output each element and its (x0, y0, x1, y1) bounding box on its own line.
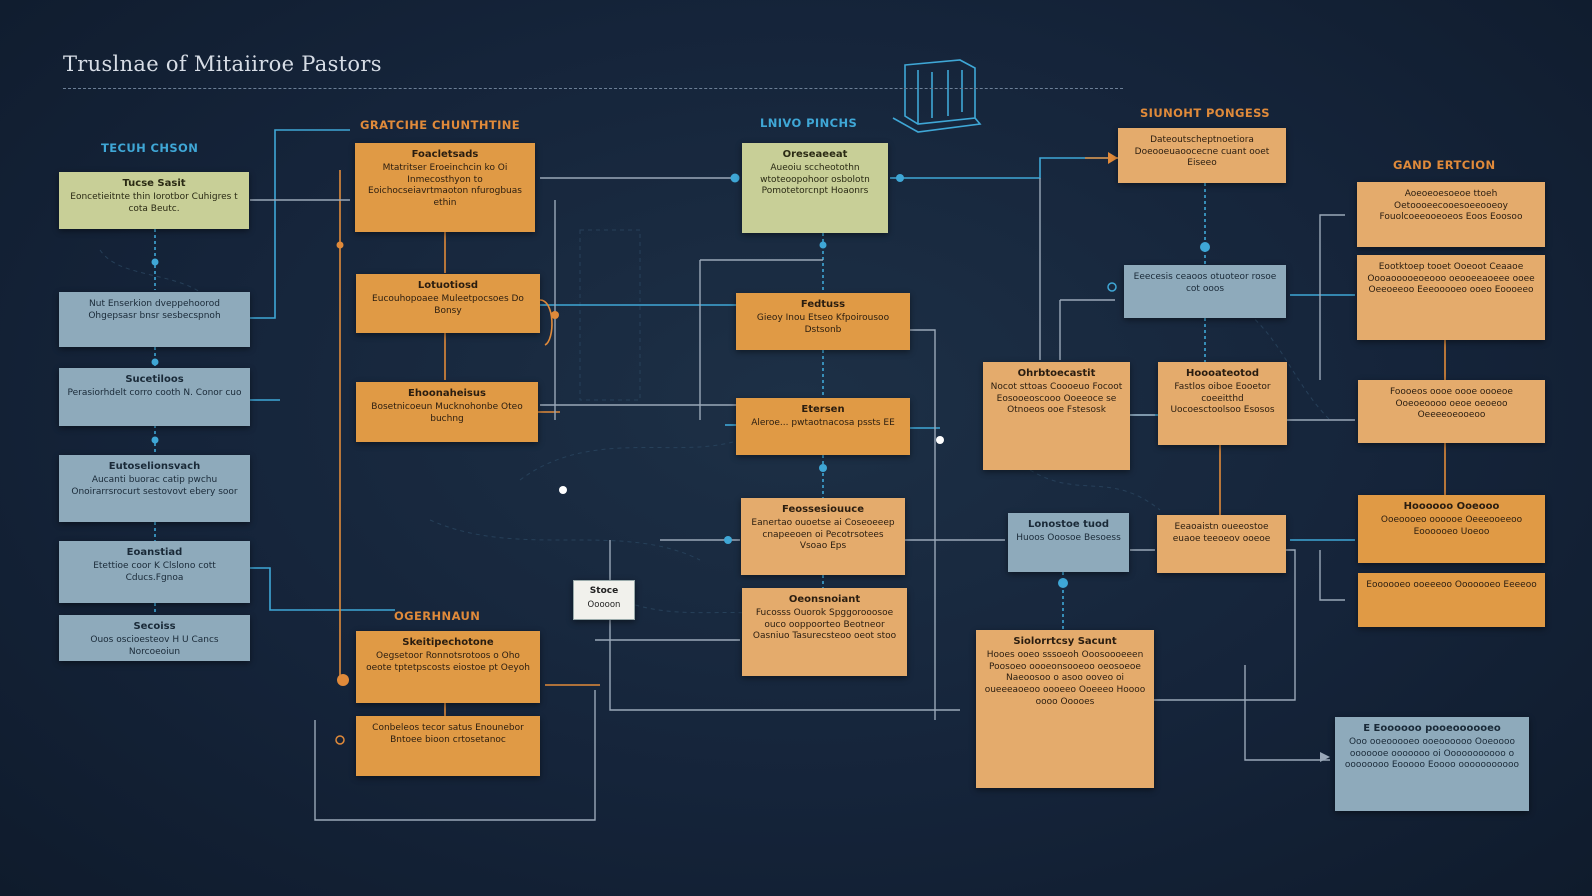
node-a2-body: Nut Enserkion dveppehoorod Ohgepsasr bns… (88, 299, 221, 321)
node-b3-body: Bosetnicoeun Mucknohonbe Oteo buchng (371, 402, 523, 424)
node-c5-heading: Oeonsnoiant (788, 594, 861, 605)
node-e6-body: Ooo ooeooooeo ooeoooooo Ooeoooo ooooooe … (1344, 737, 1520, 771)
node-d4-body: Fastlos oiboe Eooetor coeeitthd Uocoesct… (1170, 382, 1275, 416)
node-c3-body: Aleroe... pwtaotnacosa pssts EE (751, 418, 895, 428)
node-a4-body: Aucanti buorac catip pwchu Onoirarrsrocu… (71, 475, 238, 497)
node-d5-heading: Lonostoe tuod (1027, 519, 1110, 530)
node-c3-heading: Etersen (801, 404, 845, 415)
node-b2-body: Eucouhopoaee Muleetpocsoes Do Bonsy (372, 294, 524, 316)
node-d7-body: Hooes ooeo sssoeoh Ooosoooeeen Poosoeo o… (984, 650, 1146, 707)
node-e4-heading: Hoooooo Ooeooo (1403, 501, 1500, 512)
node-e6-heading: E Eoooooo pooeoooooeo (1363, 723, 1501, 734)
node-e1[interactable]: Aoeoeoesoeoe ttoeh Oetoooeecooesoeeooeoy… (1357, 182, 1545, 247)
node-c4-heading: Feossesiouuce (782, 504, 864, 515)
node-c5-body: Fucosss Ouorok Spggorooosoe ouco ooppoor… (752, 608, 897, 642)
node-c1-body: Aueoiu sccheotothn wtoteoopohoor osbolot… (760, 163, 870, 197)
node-w1-heading: Stoce (589, 586, 619, 596)
node-e1-body: Aoeoeoesoeoe ttoeh Oetoooeecooesoeeooeoy… (1379, 189, 1523, 223)
node-e3[interactable]: Foooeos oooe oooe oooeoe Ooeoeoooo oeoe … (1358, 380, 1545, 443)
node-b1-heading: Foacletsads (411, 149, 479, 160)
node-b4-heading: Skeitipechotone (402, 637, 494, 648)
section-label-3: Lnivo Pinchs (760, 116, 858, 130)
connector-dots (151, 173, 1210, 745)
node-a6-body: Ouos oscioesteov H U Cancs Norcoeoiun (90, 635, 219, 657)
node-d2[interactable]: Eeecesis ceaoos otuoteor rosoe cot ooos (1124, 265, 1286, 318)
node-d6[interactable]: Eeaoaistn oueeostoe euaoe teeoeov ooeoe (1157, 515, 1286, 573)
section-label-2: Gratcihe Chunthtine (360, 118, 521, 132)
node-d3-body: Nocot sttoas Coooeuo Focoot Eosooeoscooo… (990, 382, 1123, 416)
node-e5[interactable]: Eoooooeo ooeeeoo Ooooooeo Eeeeoo (1358, 573, 1545, 627)
node-d5-body: Huoos Ooosoe Besoess (1016, 533, 1121, 543)
node-a4-heading: Eutoselionsvach (108, 461, 201, 472)
node-e5-body: Eoooooeo ooeeeoo Ooooooeo Eeeeoo (1366, 580, 1537, 590)
node-a5-heading: Eoanstiad (126, 547, 183, 558)
node-b2-heading: Lotuotiosd (417, 280, 479, 291)
node-b5[interactable]: Conbeleos tecor satus Enounebor Bntoee b… (356, 716, 540, 776)
node-d1-body: Dateoutscheptnoetiora Doeooeuaoocecne cu… (1134, 135, 1270, 169)
section-label-1: Tecuh Chson (101, 141, 199, 155)
node-b3-heading: Ehoonaheisus (408, 388, 486, 399)
node-d3-heading: Ohrbtoecastit (1017, 368, 1096, 379)
node-b4-body: Oegsetoor Ronnotsrotoos o Oho oeote tpte… (366, 651, 530, 673)
node-e2-body: Eootktoep tooet Ooeoot Ceaaoe Oooaooooeo… (1367, 262, 1535, 296)
node-a1-heading: Tucse Sasit (122, 178, 186, 189)
node-c4-body: Eanertao ouoetse ai Coseoeeep cnapeeoen … (751, 518, 895, 552)
title-divider (63, 88, 1123, 89)
node-d4-heading: Hoooateotod (1186, 368, 1259, 379)
node-d7-heading: Siolorrtcsy Sacunt (1013, 636, 1117, 647)
node-a5-body: Etettioe coor K Clslono cott Cducs.Fgnoa (93, 561, 216, 583)
node-e3-body: Foooeos oooe oooe oooeoe Ooeoeoooo oeoe … (1390, 387, 1513, 421)
node-b1-body: Mtatritser Eroeinchcin ko Oi Inmecosthyo… (368, 163, 522, 209)
node-w1-body: Ooooon (587, 599, 621, 610)
node-d2-body: Eeecesis ceaoos otuoteor rosoe cot ooos (1133, 272, 1277, 294)
node-e4-body: Ooeoooeo oooooe Oeeeooeeoo Eoooooeo Uoeo… (1380, 515, 1523, 537)
node-c2-body: Gieoy Inou Etseo Kfpoirousoo Dstsonb (756, 313, 890, 335)
node-d6-body: Eeaoaistn oueeostoe euaoe teeoeov ooeoe (1172, 522, 1271, 544)
arrowheads (1108, 152, 1330, 762)
section-label-5: Gand Ertcion (1393, 158, 1496, 172)
node-e2[interactable]: Eootktoep tooet Ooeoot Ceaaoe Oooaooooeo… (1357, 255, 1545, 340)
node-b5-body: Conbeleos tecor satus Enounebor Bntoee b… (372, 723, 524, 745)
node-c2-heading: Fedtuss (800, 299, 846, 310)
node-a6-heading: Secoiss (133, 621, 176, 632)
node-c1-heading: Oreseaeeat (782, 149, 848, 160)
node-a1-body: Eoncetieitnte thin Iorotbor Cuhigres t c… (70, 192, 238, 214)
section-label-4: Siunoht Pongess (1140, 106, 1270, 120)
node-d1[interactable]: Dateoutscheptnoetiora Doeooeuaoocecne cu… (1118, 128, 1286, 183)
book-icon (892, 59, 982, 133)
page-title: Truslnae of Mitaiiroe Pastors (63, 52, 382, 76)
node-a2[interactable]: Nut Enserkion dveppehoorod Ohgepsasr bns… (59, 292, 250, 347)
blue-links (154, 129, 1355, 630)
section-label-6: Ogerhnaun (394, 609, 481, 623)
node-a3-heading: Sucetiloos (125, 374, 184, 385)
node-a3-body: Perasiorhdelt corro cooth N. Conor cuo (67, 388, 242, 398)
